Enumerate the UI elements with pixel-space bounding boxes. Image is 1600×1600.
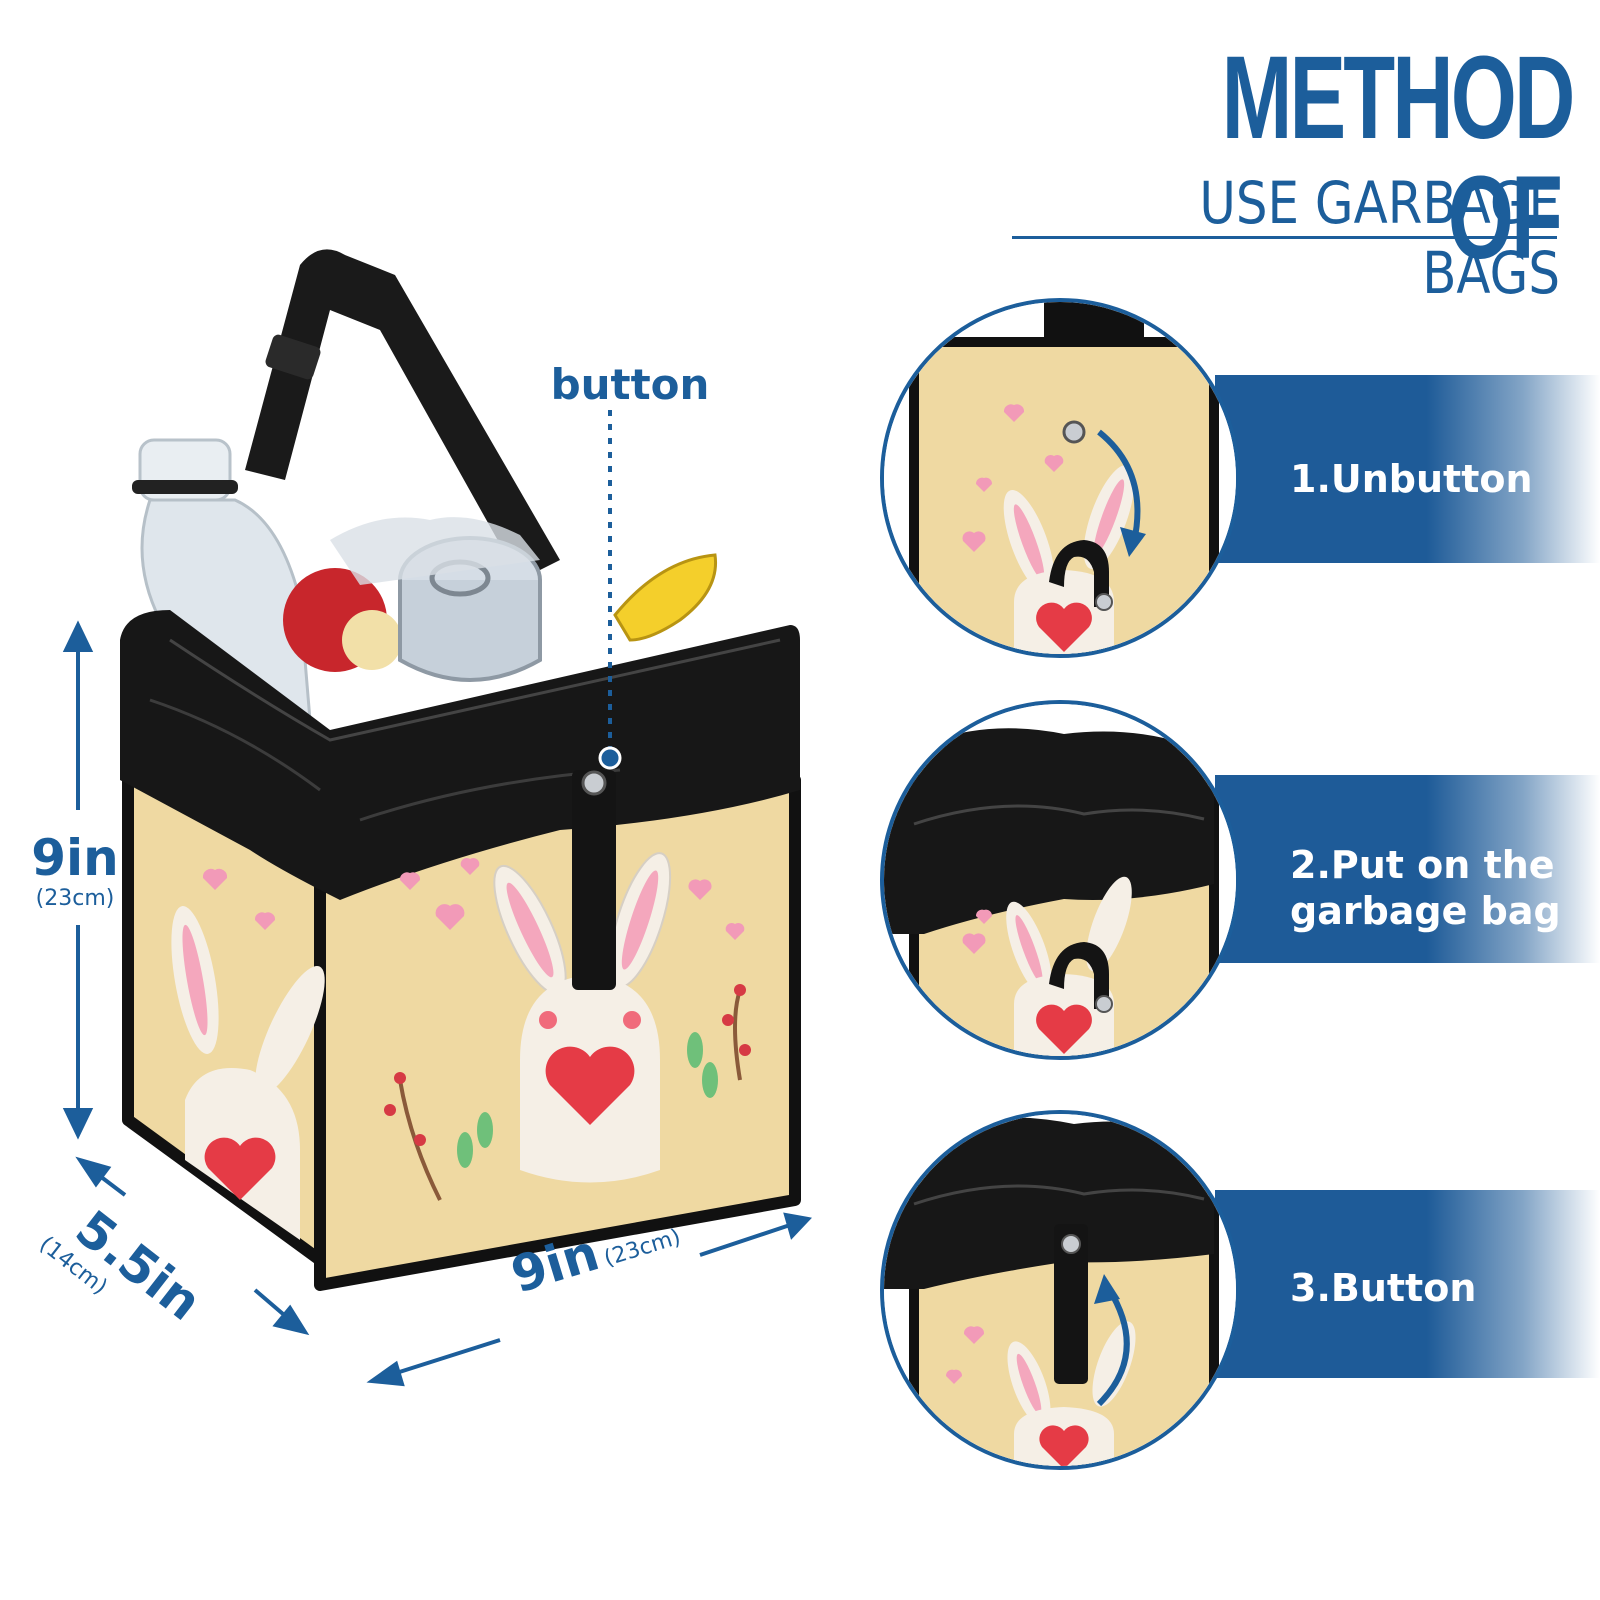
button-arrow-icon xyxy=(1096,1287,1130,1407)
strap-buckle xyxy=(265,334,321,380)
step-1-band xyxy=(1215,375,1600,563)
step-1-label: 1.Unbutton xyxy=(1290,457,1533,501)
can-icon xyxy=(398,536,542,682)
closure-strap xyxy=(572,770,616,990)
carry-strap xyxy=(245,249,560,580)
step-3-band xyxy=(1215,1190,1600,1378)
page-subtitle: USE GARBAGE BAGS xyxy=(1199,169,1560,307)
width-arrow-left xyxy=(389,1338,501,1377)
bunny-side xyxy=(171,906,325,1240)
step-1-image xyxy=(880,298,1240,658)
heart-icon xyxy=(545,1046,635,1125)
dimension-arrows xyxy=(62,620,812,1387)
product-illustration xyxy=(62,249,812,1387)
height-value: 9in xyxy=(31,829,119,887)
step-2-image xyxy=(880,700,1240,1060)
height-metric: (23cm) xyxy=(35,886,115,911)
button-callout-label: button xyxy=(550,360,710,409)
step-2-label-line1: 2.Put on the xyxy=(1290,843,1555,887)
unbutton-arrow-icon xyxy=(1097,429,1141,543)
plastic-wrap xyxy=(330,517,540,585)
bunny-front xyxy=(493,852,672,1183)
snap-button xyxy=(581,770,607,796)
garbage-bag-rim xyxy=(120,610,800,900)
width-arrow-right xyxy=(699,1223,791,1257)
step-3-label: 3.Button xyxy=(1290,1266,1477,1310)
height-dimension: 9in (23cm) xyxy=(20,830,130,912)
title-underline xyxy=(1012,236,1557,239)
hearts-decoration xyxy=(202,857,745,940)
page-title: METHOD OF xyxy=(1221,32,1576,284)
apple-icon xyxy=(283,568,402,672)
banana-icon xyxy=(613,553,718,642)
step-2-label-line2: garbage bag xyxy=(1290,889,1561,933)
step-3-image xyxy=(880,1110,1240,1470)
step-2-band xyxy=(1215,775,1600,963)
